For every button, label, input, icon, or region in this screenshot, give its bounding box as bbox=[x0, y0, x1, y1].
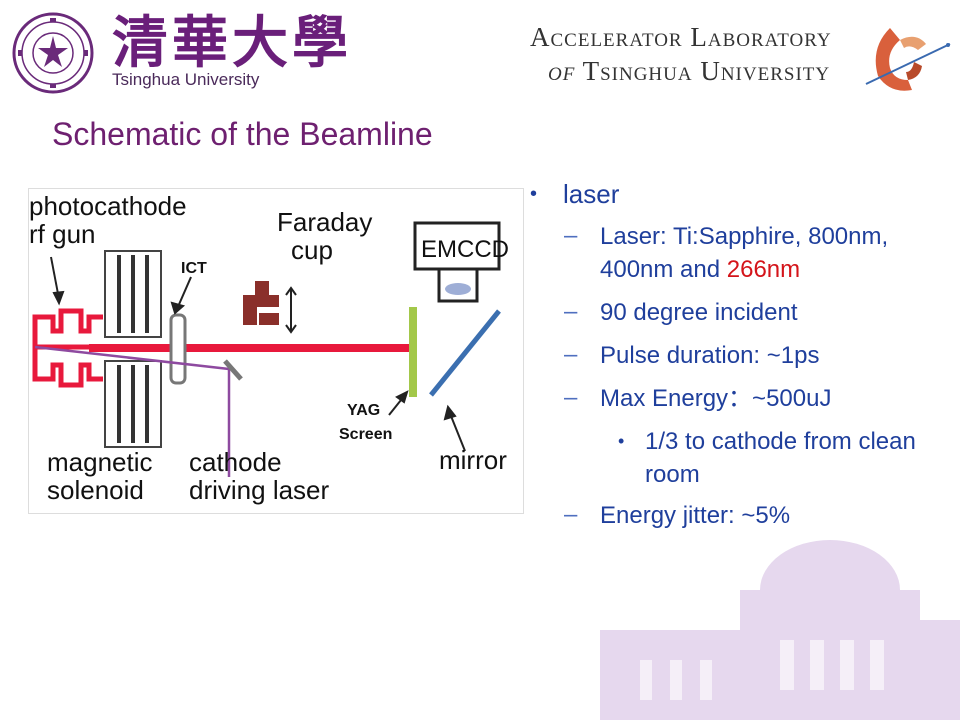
faraday-cup-shape bbox=[243, 281, 279, 325]
bullet-dash-icon: – bbox=[564, 501, 578, 528]
beamline-schematic-diagram: photocathode rf gun Faraday cup EMCCD IC… bbox=[28, 188, 524, 514]
university-english-name: Tsinghua University bbox=[112, 70, 260, 89]
bullet-266nm-text: 266nm bbox=[726, 256, 801, 283]
label-ict: ICT bbox=[181, 260, 207, 277]
bullet-energy: – Max Energy：~500uJ bbox=[530, 382, 950, 415]
yag-screen bbox=[409, 307, 417, 397]
bullet-laser-spec-text: Laser: Ti:Sapphire, 800nm, 400nm and bbox=[600, 223, 889, 283]
building-watermark-image bbox=[600, 540, 960, 720]
bullet-energy-text: Max Energy：~500uJ bbox=[600, 385, 832, 412]
accelerator-lab-logo bbox=[865, 28, 951, 91]
faraday-motion-arrow bbox=[285, 286, 297, 334]
lab-name-line1: Accelerator Laboratory bbox=[530, 22, 832, 52]
bullet-jitter-text: Energy jitter: ~5% bbox=[600, 502, 791, 529]
bullet-dash-icon: – bbox=[564, 222, 578, 249]
slide-title: Schematic of the Beamline bbox=[52, 116, 433, 152]
label-rf-gun: rf gun bbox=[29, 219, 96, 249]
tsinghua-seal-logo bbox=[12, 12, 94, 94]
lab-name-university: Tsinghua University bbox=[582, 56, 831, 86]
laser-mirror bbox=[223, 359, 243, 381]
label-screen: Screen bbox=[339, 426, 392, 443]
label-faraday: Faraday bbox=[277, 207, 372, 237]
electron-beam bbox=[89, 344, 411, 352]
label-photocathode: photocathode bbox=[29, 191, 187, 221]
bullet-laser-spec: – Laser: Ti:Sapphire, 800nm, 400nm and 2… bbox=[530, 220, 950, 286]
label-yag: YAG bbox=[347, 402, 380, 419]
university-chinese-name: 清華大學 bbox=[112, 10, 352, 76]
bullet-incident: – 90 degree incident bbox=[530, 296, 950, 329]
bullet-jitter: – Energy jitter: ~5% bbox=[530, 499, 950, 532]
bullet-pulse-text: Pulse duration: ~1ps bbox=[600, 342, 820, 369]
label-solenoid: solenoid bbox=[47, 475, 144, 505]
bullet-cathode-fraction-text: 1/3 to cathode from clean room bbox=[645, 428, 916, 488]
ict-device bbox=[169, 313, 187, 385]
bullet-incident-text: 90 degree incident bbox=[600, 299, 798, 326]
rf-gun-shape bbox=[32, 308, 103, 388]
label-magnetic: magnetic bbox=[47, 447, 153, 477]
bullet-dash-icon: – bbox=[564, 298, 578, 325]
lab-name-of: of bbox=[548, 56, 576, 86]
bullet-laser-text: laser bbox=[563, 179, 620, 209]
label-driving-laser: driving laser bbox=[189, 475, 330, 505]
label-mirror: mirror bbox=[439, 445, 507, 475]
lab-name-line2: of Tsinghua University bbox=[548, 56, 830, 87]
bullet-dash-icon: – bbox=[564, 384, 578, 411]
solenoid-shape bbox=[104, 250, 162, 448]
label-cathode: cathode bbox=[189, 447, 282, 477]
bullet-laser: • laser bbox=[530, 176, 950, 212]
cathode-laser-path bbox=[34, 345, 231, 477]
bullet-cathode-fraction: • 1/3 to cathode from clean room bbox=[530, 425, 950, 491]
bullet-dot-icon: • bbox=[618, 431, 625, 451]
label-cup: cup bbox=[291, 235, 333, 265]
label-emccd: EMCCD bbox=[421, 236, 509, 263]
bullet-dot-icon: • bbox=[530, 183, 538, 205]
bullet-list: • laser – Laser: Ti:Sapphire, 800nm, 400… bbox=[530, 176, 950, 542]
bullet-pulse: – Pulse duration: ~1ps bbox=[530, 339, 950, 372]
emccd-camera bbox=[413, 221, 501, 303]
imaging-mirror bbox=[429, 309, 501, 397]
bullet-dash-icon: – bbox=[564, 341, 578, 368]
